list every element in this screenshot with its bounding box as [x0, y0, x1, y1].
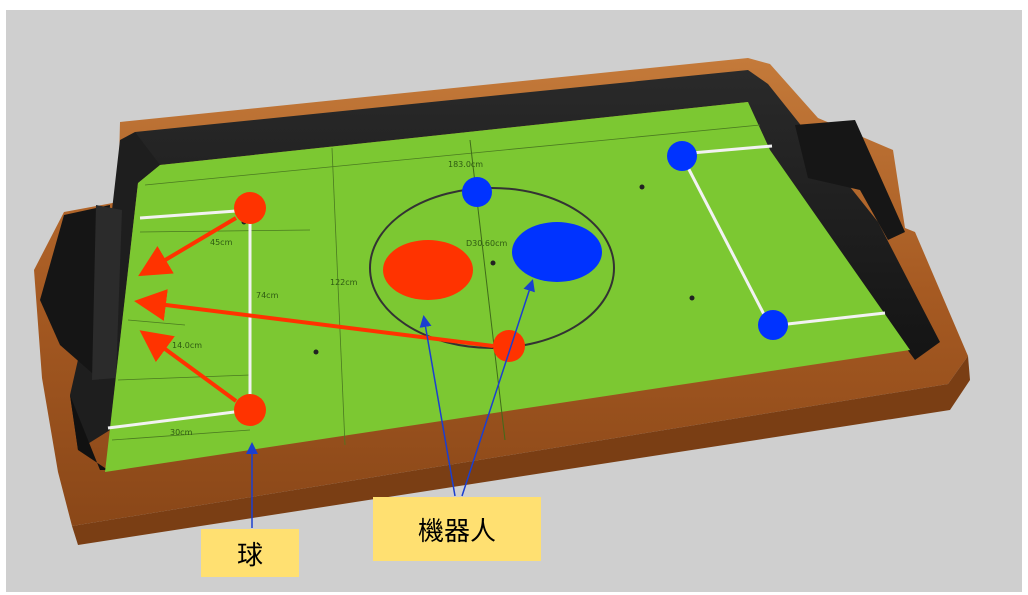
robot-pointer-red [419, 315, 456, 497]
robot-callout: 機器人 [373, 497, 541, 561]
field-walls [40, 70, 940, 470]
turf [105, 102, 910, 472]
ball-callout: 球 [201, 529, 299, 577]
red-robot-center [493, 330, 525, 362]
goal-area-depth-label: 45cm [210, 238, 233, 247]
arrow-center [134, 289, 494, 348]
arrow-top [138, 216, 238, 277]
red-robot-bottom-left [234, 394, 266, 426]
arrow-bottom [139, 330, 238, 403]
field-markings [107, 124, 886, 446]
pointer-lines [246, 279, 535, 528]
center-circle-label: D30.60cm [466, 239, 507, 248]
blue-robot-right [758, 310, 788, 340]
red-arrows [134, 216, 494, 403]
red-robot-large [383, 240, 473, 300]
blue-robot-top [462, 177, 492, 207]
goal-area-width-label: 74cm [256, 291, 279, 300]
penalty-mark-label: 14.0cm [172, 341, 202, 350]
robot-pointer-blue [461, 279, 535, 497]
blue-team [462, 141, 788, 340]
red-team [234, 192, 525, 426]
center-circle [369, 187, 615, 349]
red-robot-top-left [234, 192, 266, 224]
length-label: 183.0cm [448, 160, 483, 169]
corner-offset-label: 30cm [170, 428, 193, 437]
dimension-labels: 183.0cm 122cm D30.60cm 45cm 74cm 14.0cm … [170, 160, 507, 437]
blue-robot-large [512, 222, 602, 282]
width-label: 122cm [330, 278, 358, 287]
blue-robot-top-right [667, 141, 697, 171]
